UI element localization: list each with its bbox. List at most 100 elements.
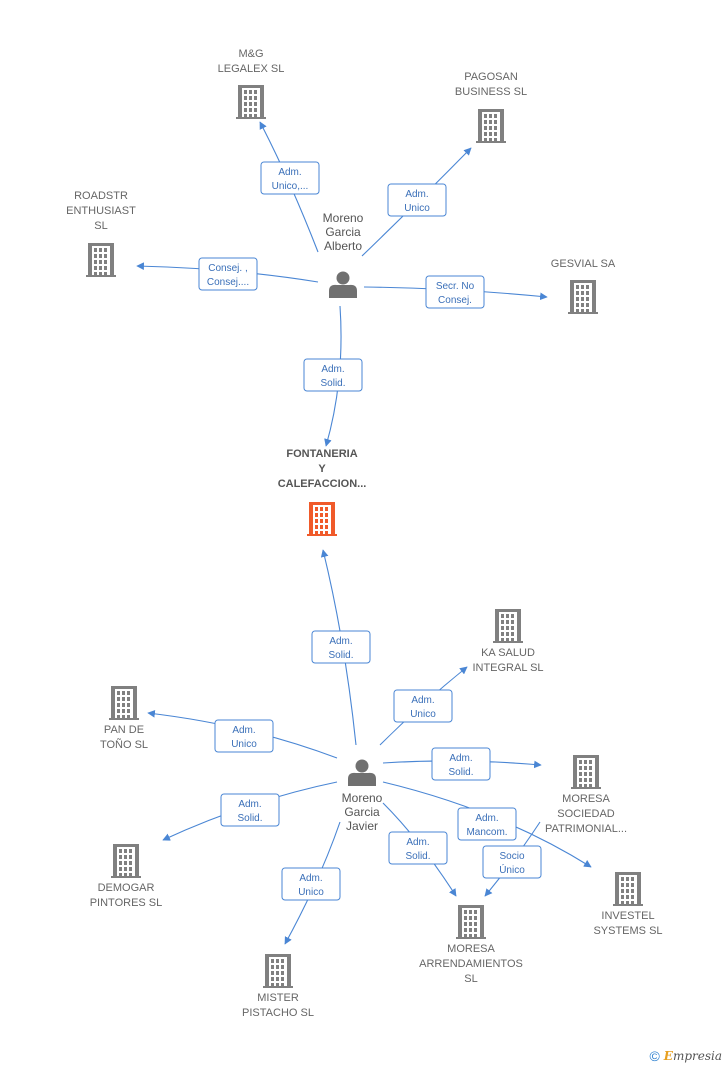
footer-credit: © Empresia bbox=[649, 1048, 722, 1064]
edge-role-label[interactable]: Adm. Solid. bbox=[311, 630, 371, 664]
edge-label-text: Solid. bbox=[328, 650, 353, 661]
company-node-moresasoc[interactable]: MORESASOCIEDADPATRIMONIAL... bbox=[545, 755, 627, 835]
edge-label-text: Consej. bbox=[438, 295, 472, 306]
edge-label-box bbox=[214, 719, 274, 753]
copyright-icon: © bbox=[649, 1048, 660, 1064]
node-label-line: ARRENDAMIENTOS bbox=[419, 958, 523, 970]
edge-label-box bbox=[387, 183, 447, 217]
edge-role-label[interactable]: Adm. Unico,... bbox=[260, 161, 320, 195]
node-label-line: SYSTEMS SL bbox=[593, 925, 662, 937]
edge-label-text: Adm. bbox=[321, 364, 344, 375]
company-node-roadstr[interactable]: ROADSTR ENTHUSIAST SL bbox=[66, 190, 136, 277]
node-label-line: Garcia bbox=[344, 805, 380, 819]
edge-label-text: Unico bbox=[298, 887, 324, 898]
edge-role-label[interactable]: Adm.Solid. bbox=[303, 358, 363, 392]
edge-label-text: Unico bbox=[231, 739, 257, 750]
node-label-line: ENTHUSIAST bbox=[66, 205, 136, 217]
brand-logo[interactable]: Empresia bbox=[663, 1049, 722, 1063]
edge-label-text: Único bbox=[499, 863, 525, 876]
edge-label-text: Solid. bbox=[237, 813, 262, 824]
company-node-gesvial[interactable]: GESVIAL SA bbox=[551, 258, 616, 314]
node-label-line: BUSINESS SL bbox=[455, 86, 527, 98]
node-label-line: PISTACHO SL bbox=[242, 1007, 314, 1019]
edge-label-text: Socio bbox=[499, 851, 524, 862]
company-node-fontaneria[interactable]: FONTANERIAYCALEFACCION... bbox=[278, 448, 367, 536]
edge-label-text: Secr. No bbox=[436, 281, 475, 292]
node-label-line: INTEGRAL SL bbox=[472, 662, 543, 674]
company-node-mister[interactable]: MISTER PISTACHO SL bbox=[242, 954, 314, 1019]
node-label-line: FONTANERIA bbox=[286, 448, 357, 460]
node-label-line: LEGALEX SL bbox=[218, 63, 285, 75]
building-icon bbox=[613, 872, 643, 906]
person-icon bbox=[329, 271, 357, 298]
node-label-line: Alberto bbox=[324, 239, 362, 253]
edge-label-box bbox=[457, 807, 517, 841]
edge-label-text: Adm. bbox=[411, 695, 434, 706]
building-icon bbox=[109, 686, 139, 720]
edge-label-text: Adm. bbox=[475, 813, 498, 824]
node-label-line: SL bbox=[464, 973, 477, 985]
edge-label-box bbox=[425, 275, 485, 309]
edge-label-text: Adm. bbox=[406, 837, 429, 848]
building-icon bbox=[571, 755, 601, 789]
edge-label-text: Adm. bbox=[278, 167, 301, 178]
building-icon bbox=[86, 243, 116, 277]
edge-label-text: Solid. bbox=[405, 851, 430, 862]
edge-label-box bbox=[393, 689, 453, 723]
node-label-line: Moreno bbox=[342, 791, 383, 805]
edge-label-box bbox=[431, 747, 491, 781]
edge-role-label[interactable]: Adm. Unico bbox=[387, 183, 447, 217]
node-label-line: ROADSTR bbox=[74, 190, 128, 202]
edge-label-text: Adm. bbox=[405, 189, 428, 200]
building-icon bbox=[568, 280, 598, 314]
edge-label-box bbox=[220, 793, 280, 827]
node-label-line: CALEFACCION... bbox=[278, 478, 367, 490]
node-label-line: GESVIAL SA bbox=[551, 258, 616, 270]
company-node-mg[interactable]: M&G LEGALEX SL bbox=[218, 48, 285, 119]
node-label-line: Garcia bbox=[325, 225, 361, 239]
edge-label-text: Solid. bbox=[448, 767, 473, 778]
building-icon bbox=[493, 609, 523, 643]
edge-label-text: Unico bbox=[404, 203, 430, 214]
building-icon bbox=[456, 905, 486, 939]
edge-role-label[interactable]: Adm.Unico bbox=[281, 867, 341, 901]
edge-role-label[interactable]: Adm. Solid. bbox=[388, 831, 448, 865]
node-label-line: Moreno bbox=[323, 211, 364, 225]
nodes-layer: M&G LEGALEX SL PAGOSAN BUSINESS SL ROADSTR EN… bbox=[66, 48, 662, 1019]
edge-role-label[interactable]: Consej. ,Consej.... bbox=[198, 257, 258, 291]
company-node-pagosan[interactable]: PAGOSAN BUSINESS SL bbox=[455, 71, 527, 143]
edge-role-label[interactable]: Adm.Solid. bbox=[220, 793, 280, 827]
edge-label-text: Adm. bbox=[329, 636, 352, 647]
node-label-line: PAGOSAN bbox=[464, 71, 518, 83]
edge-label-text: Unico bbox=[410, 709, 436, 720]
edge-label-text: Consej. , bbox=[208, 263, 247, 274]
edge-label-box bbox=[198, 257, 258, 291]
node-label-line: TOÑO SL bbox=[100, 738, 148, 751]
node-label-line: M&G bbox=[238, 48, 263, 60]
node-label-line: SL bbox=[94, 220, 107, 232]
edge-role-label[interactable]: Adm. Solid. bbox=[431, 747, 491, 781]
node-label-line: PINTORES SL bbox=[90, 897, 163, 909]
edge-role-label[interactable]: Adm.Mancom. bbox=[457, 807, 517, 841]
edge-label-text: Unico,... bbox=[272, 181, 309, 192]
edge-role-label[interactable]: Adm.Unico bbox=[214, 719, 274, 753]
node-label-line: MORESA bbox=[447, 943, 495, 955]
edge-label-box bbox=[482, 845, 542, 879]
company-node-moresaarr[interactable]: MORESA ARRENDAMIENTOS SL bbox=[419, 905, 523, 985]
node-label-line: MISTER bbox=[257, 992, 299, 1004]
edge-label-text: Adm. bbox=[449, 753, 472, 764]
edge-role-label[interactable]: Secr. No Consej. bbox=[425, 275, 485, 309]
node-label-line: MORESA bbox=[562, 793, 610, 805]
building-icon bbox=[263, 954, 293, 988]
person-icon bbox=[348, 759, 376, 786]
edge-role-label[interactable]: Adm. Unico bbox=[393, 689, 453, 723]
